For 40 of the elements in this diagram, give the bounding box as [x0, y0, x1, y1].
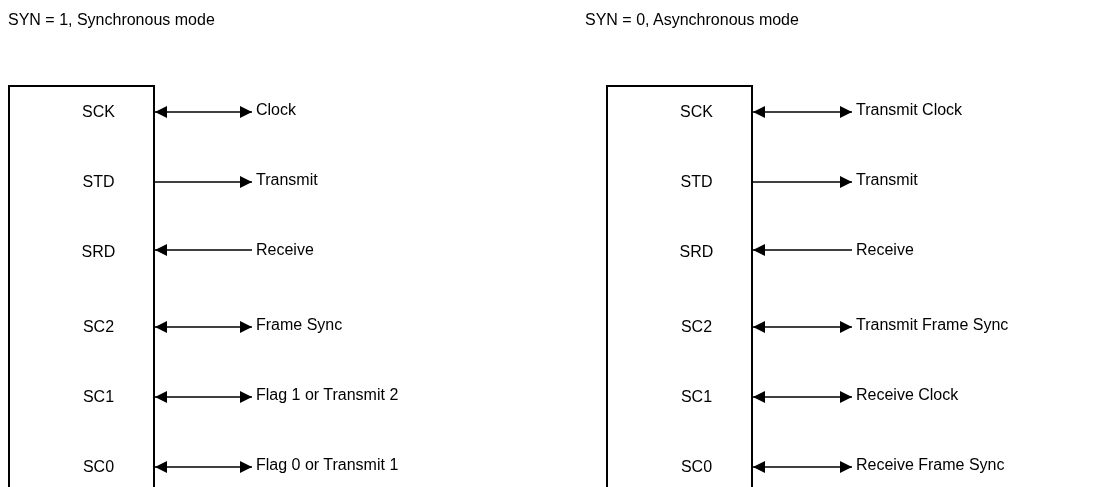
pin-name: SRD	[10, 241, 155, 263]
arrow	[154, 391, 253, 403]
pin-name: SC0	[10, 456, 155, 478]
mode-heading: SYN = 0, Asynchronous mode	[585, 10, 799, 30]
pin-name: STD	[608, 171, 753, 193]
arrow	[752, 461, 853, 473]
arrow	[154, 461, 253, 473]
signal-name: Transmit	[856, 169, 918, 191]
pin-name: SCK	[10, 101, 155, 123]
signal-name: Receive	[256, 239, 314, 261]
arrow	[154, 321, 253, 333]
arrow	[752, 391, 853, 403]
pin-block	[8, 85, 155, 487]
arrow	[752, 244, 853, 256]
pin-name: SC0	[608, 456, 753, 478]
signal-name: Receive	[856, 239, 914, 261]
signal-name: Frame Sync	[256, 314, 343, 336]
arrow	[154, 106, 253, 118]
pin-name: STD	[10, 171, 155, 193]
signal-name: Transmit	[256, 169, 318, 191]
pin-name: SC2	[608, 316, 753, 338]
signal-name: Flag 1 or Transmit 2	[256, 384, 399, 406]
signal-name: Clock	[256, 99, 296, 121]
pin-name: SC1	[10, 386, 155, 408]
arrow	[154, 176, 253, 188]
mode-heading: SYN = 1, Synchronous mode	[8, 10, 215, 30]
signal-name: Transmit Clock	[856, 99, 963, 121]
signal-name: Receive Frame Sync	[856, 454, 1005, 476]
pin-name: SCK	[608, 101, 753, 123]
pin-name: SC1	[608, 386, 753, 408]
arrow	[752, 321, 853, 333]
signal-name: Receive Clock	[856, 384, 959, 406]
pin-block	[606, 85, 753, 487]
pin-name: SC2	[10, 316, 155, 338]
arrow	[752, 106, 853, 118]
arrow	[752, 176, 853, 188]
arrow	[154, 244, 253, 256]
signal-name: Flag 0 or Transmit 1	[256, 454, 399, 476]
pin-name: SRD	[608, 241, 753, 263]
signal-name: Transmit Frame Sync	[856, 314, 1009, 336]
